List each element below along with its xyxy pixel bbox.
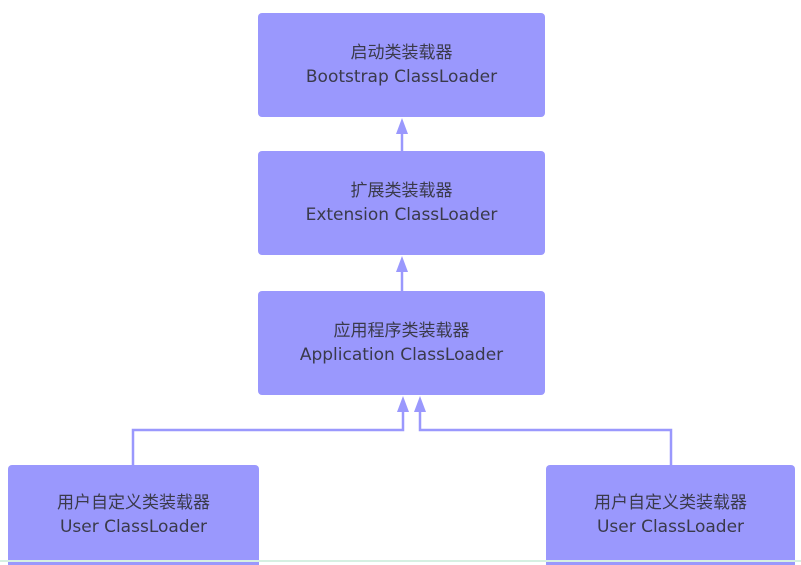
node-cn-label: 用户自定义类装载器 <box>57 493 210 513</box>
edge-user1-application <box>131 410 405 465</box>
edge-user2-application <box>418 410 673 465</box>
node-application-classloader: 应用程序类装载器 Application ClassLoader <box>258 291 545 395</box>
arrowhead-icon <box>397 396 409 412</box>
node-cn-label: 应用程序类装载器 <box>333 321 470 341</box>
node-cn-label: 用户自定义类装载器 <box>594 493 747 513</box>
bottom-divider <box>0 560 801 562</box>
node-bootstrap-classloader: 启动类装载器 Bootstrap ClassLoader <box>258 13 545 117</box>
node-cn-label: 启动类装载器 <box>350 43 453 63</box>
node-extension-classloader: 扩展类装载器 Extension ClassLoader <box>258 151 545 255</box>
node-en-label: Bootstrap ClassLoader <box>305 67 498 87</box>
arrowhead-icon <box>414 396 426 412</box>
node-en-label: User ClassLoader <box>596 517 745 537</box>
arrowhead-icon <box>396 256 408 272</box>
node-en-label: Extension ClassLoader <box>305 205 498 225</box>
node-cn-label: 扩展类装载器 <box>350 181 453 201</box>
node-user-classloader-left: 用户自定义类装载器 User ClassLoader <box>8 465 259 565</box>
node-en-label: User ClassLoader <box>59 517 208 537</box>
node-user-classloader-right: 用户自定义类装载器 User ClassLoader <box>546 465 795 565</box>
arrowhead-icon <box>396 118 408 134</box>
node-en-label: Application ClassLoader <box>299 345 504 365</box>
